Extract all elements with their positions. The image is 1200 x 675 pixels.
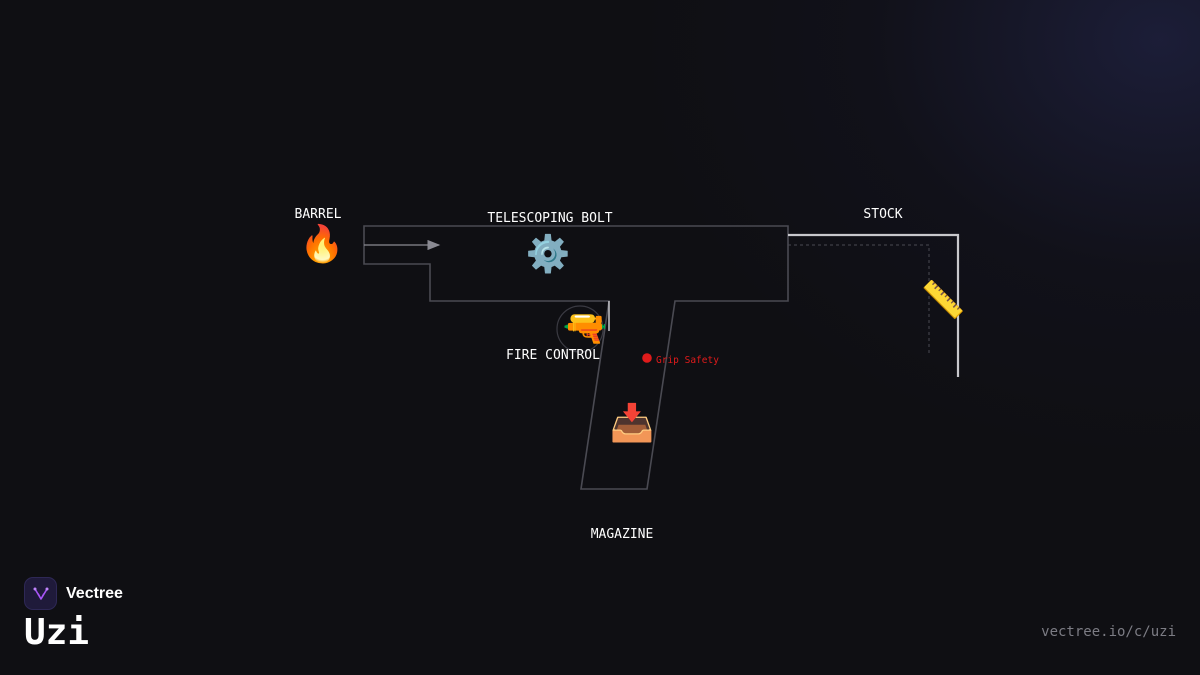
inbox-tray-icon: 📥 [610,402,655,444]
barrel-label: BARREL [295,207,342,222]
ruler-icon: 📏 [921,279,966,321]
magazine-label: MAGAZINE [591,527,654,542]
water-pistol-icon: 🔫 [563,308,608,349]
fire-control-label: FIRE CONTROL [506,348,600,363]
stock-label: STOCK [863,207,902,222]
grip-safety-label: Grip Safety [656,355,719,366]
gear-icon: ⚙️ [526,233,571,275]
red-dot-icon [642,353,652,363]
fire-icon: 🔥 [300,223,345,265]
vectree-logo-icon [24,577,57,610]
gun-body-outline [363,225,789,490]
stock-frame [788,233,960,377]
telescoping-bolt-label: TELESCOPING BOLT [487,211,612,226]
stock-dashed-guide [788,244,930,355]
page-url[interactable]: vectree.io/c/uzi [1041,624,1176,640]
brand: Vectree [24,577,123,610]
brand-name: Vectree [66,584,123,602]
fire-control-ring [556,305,604,353]
page-title: Uzi [24,612,90,653]
